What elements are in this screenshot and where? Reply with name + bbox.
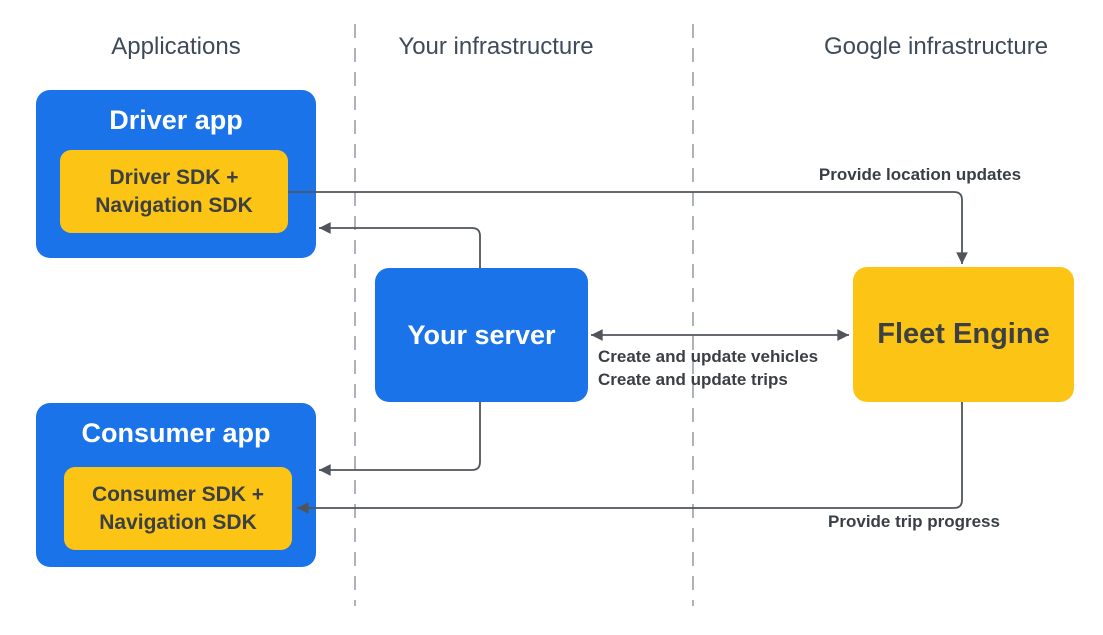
edge-label-create-and-update-trips: Create and update trips — [598, 370, 788, 389]
arrow-provide-trip-progress — [297, 402, 963, 514]
consumer-sdk-label: Consumer SDK + Navigation SDK — [91, 482, 265, 534]
fleet-engine-node: Fleet Engine — [853, 267, 1074, 402]
column-header-your-infrastructure: Your infrastructure — [398, 33, 594, 60]
edge-label-provide-location-updates: Provide location updates — [818, 165, 1022, 184]
your-server-title: Your server — [407, 319, 556, 350]
arrow-server-to-consumer-app — [319, 402, 481, 476]
driver-app-node: Driver app Driver SDK + Navigation SDK — [36, 90, 316, 258]
driver-sdk-label: Driver SDK + Navigation SDK — [95, 165, 253, 217]
driver-sdk-node: Driver SDK + Navigation SDK — [60, 150, 288, 233]
driver-app-title: Driver app — [109, 104, 243, 135]
arrow-server-to-driver-app — [319, 222, 481, 268]
edge-label-provide-trip-progress: Provide trip progress — [828, 512, 1000, 531]
your-server-node: Your server — [375, 268, 588, 402]
edge-label-create-and-update-vehicles: Create and update vehicles — [598, 347, 819, 366]
consumer-app-node: Consumer app Consumer SDK + Navigation S… — [36, 403, 316, 567]
arrow-provide-location-updates — [288, 191, 968, 264]
consumer-sdk-node: Consumer SDK + Navigation SDK — [64, 467, 292, 550]
consumer-app-title: Consumer app — [81, 417, 271, 448]
fleet-engine-title: Fleet Engine — [877, 318, 1050, 350]
column-header-applications: Applications — [111, 33, 241, 60]
column-header-google-infrastructure: Google infrastructure — [823, 33, 1049, 60]
